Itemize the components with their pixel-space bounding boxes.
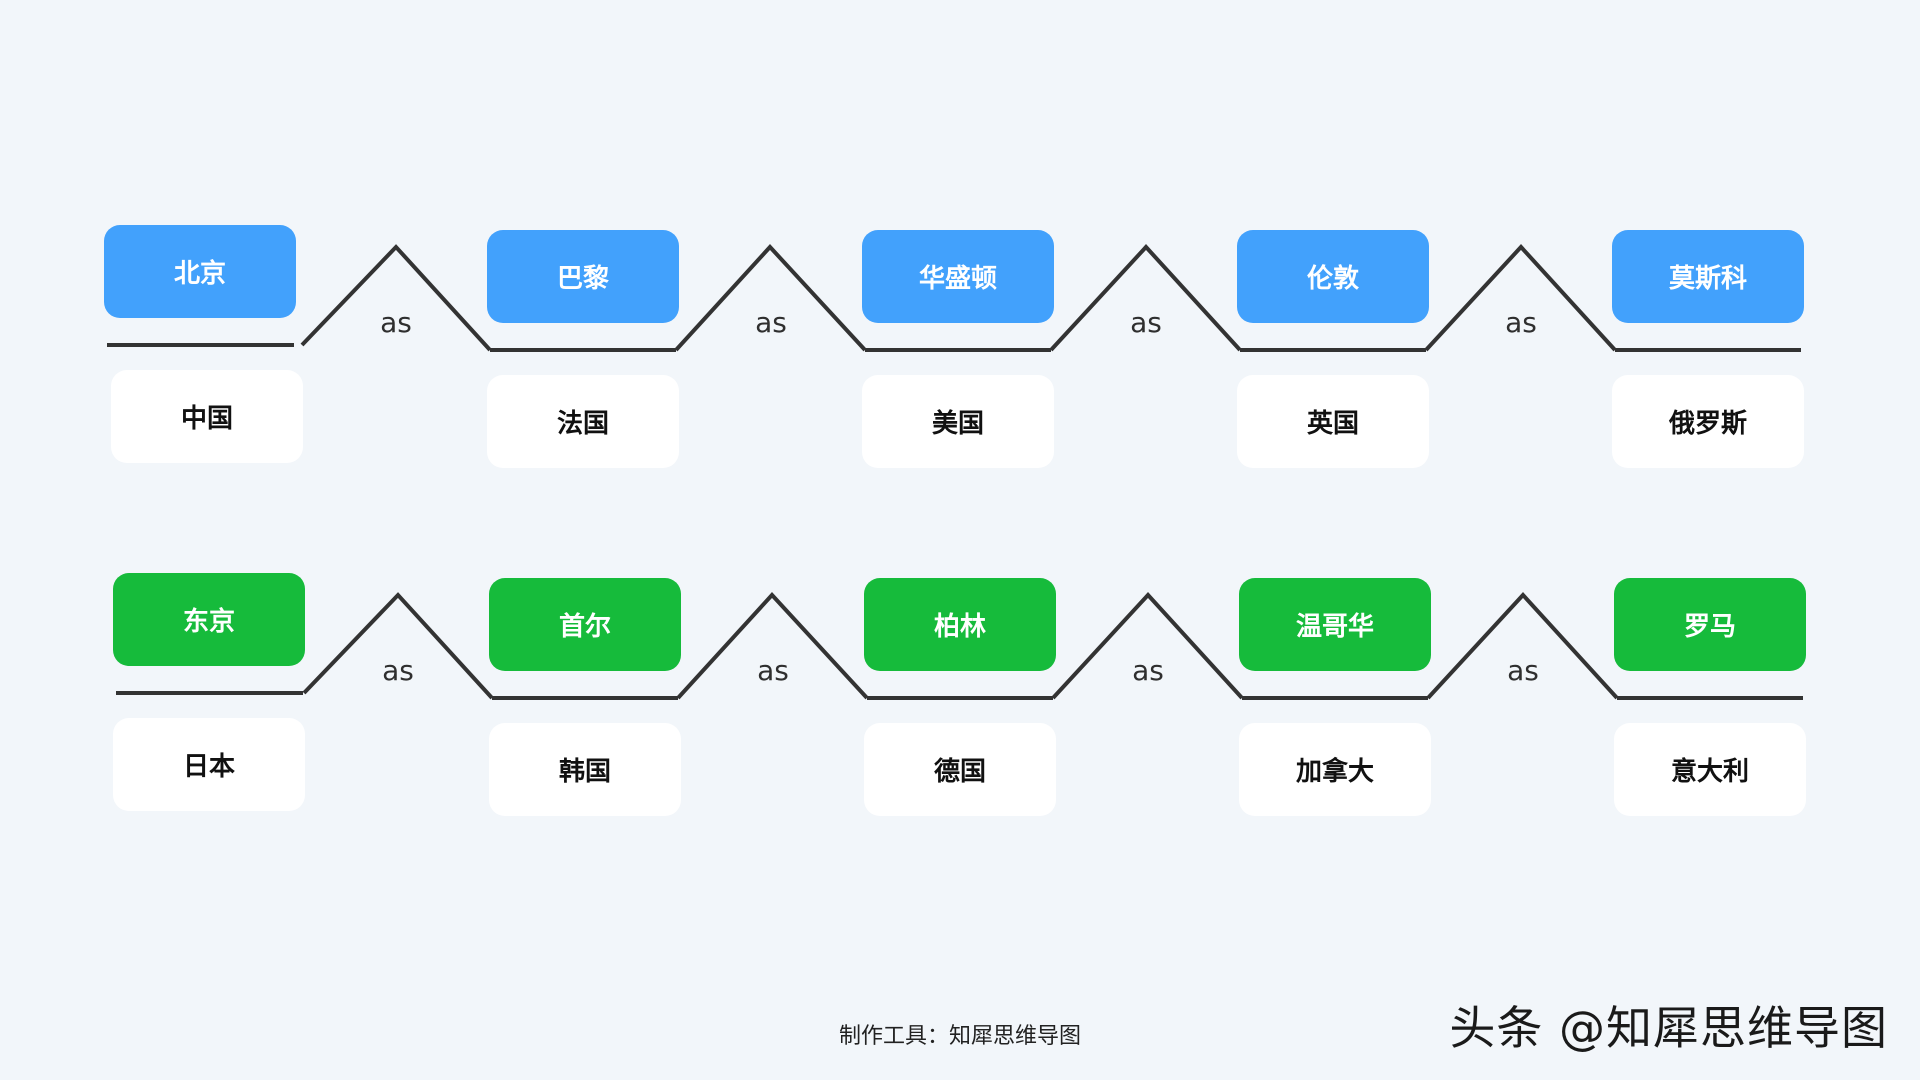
as-label: as <box>757 654 789 687</box>
country-node[interactable]: 法国 <box>487 375 679 468</box>
country-node[interactable]: 英国 <box>1237 375 1429 468</box>
capital-node[interactable]: 罗马 <box>1614 578 1806 671</box>
peak-connector <box>676 592 869 700</box>
peak-connector <box>1051 592 1244 700</box>
as-label: as <box>1132 654 1164 687</box>
peak-connector <box>302 592 494 700</box>
peak-connector <box>1424 244 1617 352</box>
country-node[interactable]: 意大利 <box>1614 723 1806 816</box>
capital-node[interactable]: 温哥华 <box>1239 578 1431 671</box>
peak-connector <box>1049 244 1242 352</box>
as-label: as <box>1130 306 1162 339</box>
as-label: as <box>755 306 787 339</box>
country-node[interactable]: 俄罗斯 <box>1612 375 1804 468</box>
country-node[interactable]: 德国 <box>864 723 1056 816</box>
capital-node[interactable]: 华盛顿 <box>862 230 1054 323</box>
peak-connector <box>674 244 867 352</box>
capital-node[interactable]: 北京 <box>104 225 296 318</box>
as-label: as <box>1505 306 1537 339</box>
capital-node[interactable]: 首尔 <box>489 578 681 671</box>
watermark: 头条 @知犀思维导图 <box>1449 1001 1888 1055</box>
as-label: as <box>380 306 412 339</box>
capital-node[interactable]: 柏林 <box>864 578 1056 671</box>
country-node[interactable]: 韩国 <box>489 723 681 816</box>
capital-node[interactable]: 莫斯科 <box>1612 230 1804 323</box>
capital-node[interactable]: 东京 <box>113 573 305 666</box>
peak-connector <box>300 244 492 352</box>
as-label: as <box>382 654 414 687</box>
capital-node[interactable]: 伦敦 <box>1237 230 1429 323</box>
country-node[interactable]: 中国 <box>111 370 303 463</box>
country-node[interactable]: 美国 <box>862 375 1054 468</box>
footer-credit: 制作工具：知犀思维导图 <box>838 1024 1081 1049</box>
as-label: as <box>1507 654 1539 687</box>
country-node[interactable]: 日本 <box>113 718 305 811</box>
capital-node[interactable]: 巴黎 <box>487 230 679 323</box>
country-node[interactable]: 加拿大 <box>1239 723 1431 816</box>
peak-connector <box>1426 592 1619 700</box>
